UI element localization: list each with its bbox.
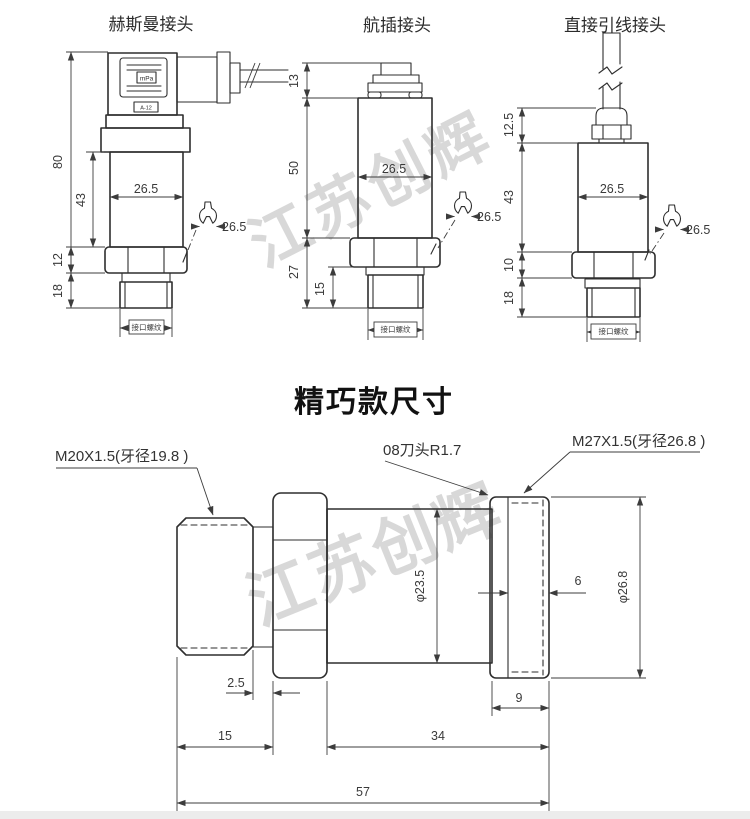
flange-ear-left xyxy=(367,91,382,99)
aviation-drawing: 航插接头 13 50 27 xyxy=(287,16,501,340)
drawing-title: 直接引线接头 xyxy=(564,16,666,35)
dim-groove-width: 2.5 xyxy=(227,676,244,690)
display-window xyxy=(136,71,157,84)
cable-gland-nut xyxy=(591,124,632,140)
dim-body-height: 50 xyxy=(287,161,301,175)
washer xyxy=(584,278,641,289)
dim-wrench-size: 26.5 xyxy=(222,220,246,234)
flange-ear-right xyxy=(408,91,423,99)
dim-body-width: 26.5 xyxy=(134,182,158,196)
direct-outline xyxy=(571,32,656,318)
cable xyxy=(598,32,623,110)
dim-gland-height: 12.5 xyxy=(502,113,516,137)
dim-plug-height: 13 xyxy=(287,74,301,88)
dim-lower-height: 27 xyxy=(287,265,301,279)
dim-body-length: 34 xyxy=(431,729,445,743)
dim-thread-height: 18 xyxy=(51,284,65,298)
hirschmann-dimensions: 80 43 12 18 26.5 接口螺纹 26.5 xyxy=(51,51,246,337)
knurled-ring xyxy=(100,127,191,153)
plug-flange xyxy=(367,82,423,93)
process-thread xyxy=(367,274,424,309)
washer xyxy=(365,266,425,276)
dim-thread-height: 18 xyxy=(502,291,516,305)
watermark-text: 江苏创辉 xyxy=(237,471,512,638)
cutter-head-label: 08刀头R1.7 xyxy=(383,442,461,459)
plug-collar xyxy=(372,74,420,84)
washer xyxy=(121,272,171,283)
wrench-icon xyxy=(656,205,688,230)
hirschmann-drawing: 赫斯曼接头 mPa A-12 xyxy=(51,15,289,337)
plug-top xyxy=(380,62,412,76)
right-thread-label: M27X1.5(牙径26.8 ) xyxy=(572,433,705,450)
dim-body-diameter: φ23.5 xyxy=(413,570,427,602)
dim-body-height: 43 xyxy=(74,193,88,207)
dim-body-height: 43 xyxy=(502,190,516,204)
aviation-outline xyxy=(349,62,441,309)
transmitter-body xyxy=(577,142,649,253)
direct-dimensions: 12.5 43 10 18 26.5 接口螺纹 26.5 xyxy=(502,107,710,342)
dim-thread-height: 15 xyxy=(313,282,327,296)
gland-rings xyxy=(216,51,231,104)
section-title: 精巧款尺寸 xyxy=(294,386,454,419)
dim-hex-height: 10 xyxy=(502,258,516,272)
dim-body-width: 26.5 xyxy=(600,182,624,196)
cable-gland-dome xyxy=(595,107,628,126)
compact-drawing: 精巧款尺寸 M20X1.5(牙径19.8 ) 08刀头R1.7 M27X1.5(… xyxy=(55,386,705,811)
dim-wrench-size: 26.5 xyxy=(686,223,710,237)
thread-callout: 接口螺纹 xyxy=(599,326,629,336)
watermark-text: 江苏创辉 xyxy=(239,100,505,280)
dim-m27-band: 6 xyxy=(575,574,582,588)
type-tag xyxy=(133,101,159,113)
type-tag-text: A-12 xyxy=(140,106,152,112)
cable xyxy=(239,62,289,89)
transmitter-body xyxy=(109,151,184,248)
display-text: mPa xyxy=(140,76,154,83)
page-bottom-strip xyxy=(0,811,750,819)
compact-dimensions: φ23.5 φ26.8 6 2.5 9 15 3 xyxy=(176,496,646,811)
drawing-title: 航插接头 xyxy=(363,16,431,35)
process-thread xyxy=(119,281,173,309)
aviation-dimensions: 13 50 27 15 26.5 接口螺纹 26.5 xyxy=(287,62,501,340)
hex-nut xyxy=(349,237,441,268)
drawing-title: 赫斯曼接头 xyxy=(109,15,194,34)
process-thread xyxy=(586,287,641,318)
compact-outline xyxy=(176,492,550,679)
dim-cap-length: 9 xyxy=(516,691,523,705)
m27-cap xyxy=(489,496,550,679)
cable-gland-housing xyxy=(176,56,218,103)
thread-callout: 接口螺纹 xyxy=(132,322,162,332)
left-thread-label: M20X1.5(牙径19.8 ) xyxy=(55,448,188,465)
wrench-icon xyxy=(192,202,224,227)
hex-nut xyxy=(104,246,188,274)
wrench-icon xyxy=(447,192,479,217)
head-base-step xyxy=(105,114,184,129)
thread-callout: 接口螺纹 xyxy=(381,324,411,334)
dim-total-height: 80 xyxy=(51,155,65,169)
hirschmann-outline: mPa A-12 xyxy=(100,51,289,309)
terminal-panel xyxy=(119,57,168,98)
dim-wrench-size: 26.5 xyxy=(477,210,501,224)
dim-hex-height: 12 xyxy=(51,253,65,267)
m20-thread xyxy=(176,517,254,656)
dim-cap-diameter: φ26.8 xyxy=(616,571,630,603)
gland-nut xyxy=(229,62,241,94)
dim-body-width: 26.5 xyxy=(382,162,406,176)
dim-total-length: 57 xyxy=(356,785,370,799)
direct-wire-drawing: 直接引线接头 xyxy=(502,16,710,342)
dim-thread-length: 15 xyxy=(218,729,232,743)
sensor-body xyxy=(326,508,493,664)
hex-nut xyxy=(571,251,656,279)
